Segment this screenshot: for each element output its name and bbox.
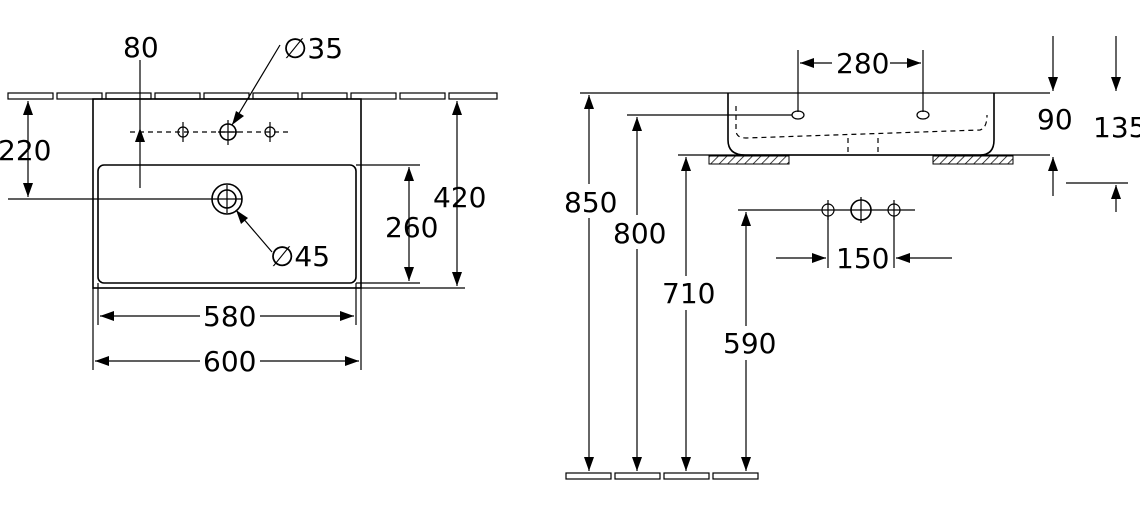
dim-80: 80 bbox=[123, 31, 159, 64]
dim-d35: ∅35 bbox=[283, 32, 343, 65]
dim-420: 420 bbox=[433, 181, 486, 214]
dim-710: 710 bbox=[662, 277, 715, 310]
top-view: 80 ∅35 ∅45 220 420 260 58 bbox=[0, 31, 498, 378]
waste-hole bbox=[211, 183, 243, 215]
bowl-outline bbox=[97, 164, 357, 284]
dim-d45: ∅45 bbox=[270, 240, 330, 273]
dim-280: 280 bbox=[836, 47, 889, 80]
dim-260: 260 bbox=[385, 211, 438, 244]
floor-tiles bbox=[565, 472, 759, 480]
dim-600: 600 bbox=[203, 345, 256, 378]
dim-150: 150 bbox=[836, 242, 889, 275]
front-view: 280 90 135 850 800 bbox=[562, 36, 1140, 480]
dim-580: 580 bbox=[203, 300, 256, 333]
dim-220: 220 bbox=[0, 134, 51, 167]
dim-800: 800 bbox=[613, 217, 666, 250]
support-left bbox=[708, 155, 790, 165]
basin-front-outline bbox=[727, 93, 995, 156]
dim-590: 590 bbox=[723, 327, 776, 360]
wall-tiles bbox=[7, 92, 498, 100]
dim-850: 850 bbox=[564, 186, 617, 219]
dim-90: 90 bbox=[1037, 103, 1073, 136]
tap-holes bbox=[130, 120, 290, 145]
support-right bbox=[932, 155, 1014, 165]
dim-135: 135 bbox=[1093, 111, 1140, 144]
basin-outline bbox=[92, 98, 362, 289]
